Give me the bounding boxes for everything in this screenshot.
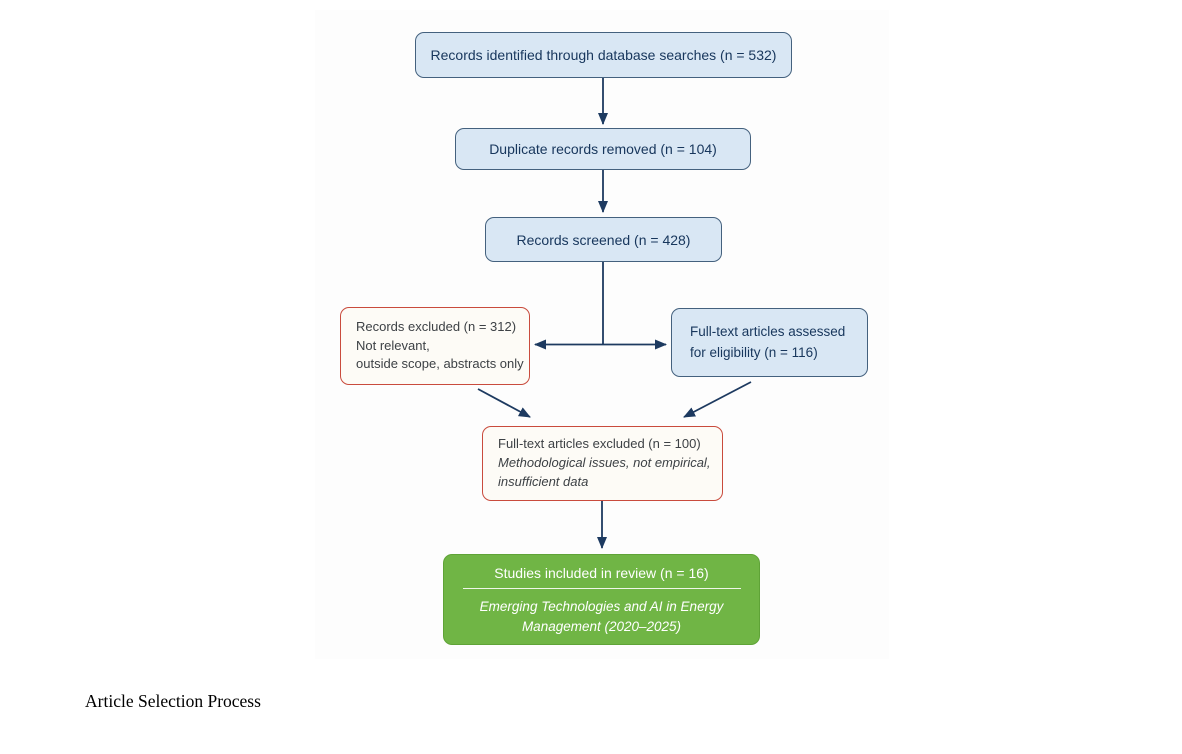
- box-studies-included: Studies included in review (n = 16) Emer…: [443, 554, 760, 645]
- figure-caption: Article Selection Process: [85, 691, 261, 711]
- box-duplicates-removed: Duplicate records removed (n = 104): [455, 128, 751, 170]
- box-records-identified-label: Records identified through database sear…: [430, 47, 777, 63]
- box-duplicates-removed-label: Duplicate records removed (n = 104): [489, 141, 717, 157]
- included-box-divider: [462, 588, 741, 589]
- box-fulltext-excluded-line2: Methodological issues, not empirical,: [498, 455, 711, 471]
- box-studies-included-headline: Studies included in review (n = 16): [494, 565, 709, 581]
- box-records-excluded-line3: outside scope, abstracts only: [356, 356, 524, 372]
- box-records-excluded-line2: Not relevant,: [356, 337, 430, 353]
- box-fulltext-assessed: Full-text articles assessed for eligibil…: [671, 308, 868, 377]
- box-records-excluded-line1: Records excluded (n = 312): [356, 318, 517, 334]
- box-records-excluded: Records excluded (n = 312) Not relevant,…: [340, 307, 530, 385]
- box-studies-included-subline2: Management (2020–2025): [521, 618, 682, 634]
- box-fulltext-excluded-line1: Full-text articles excluded (n = 100): [498, 436, 701, 452]
- box-fulltext-assessed-line2: for eligibility (n = 116): [690, 344, 818, 360]
- box-records-screened-label: Records screened (n = 428): [516, 231, 691, 248]
- box-studies-included-subline1: Emerging Technologies and AI in Energy: [479, 599, 724, 614]
- box-records-identified: Records identified through database sear…: [415, 32, 792, 78]
- box-fulltext-excluded: Full-text articles excluded (n = 100) Me…: [482, 426, 723, 501]
- box-records-screened: Records screened (n = 428): [485, 217, 722, 262]
- box-fulltext-excluded-line3: insufficient data: [498, 473, 589, 489]
- box-fulltext-assessed-line1: Full-text articles assessed: [690, 324, 846, 340]
